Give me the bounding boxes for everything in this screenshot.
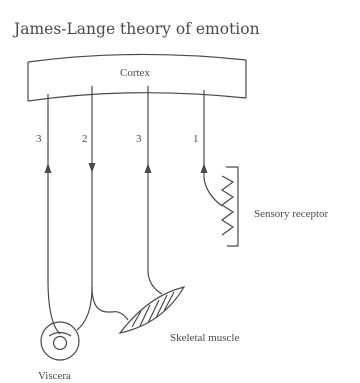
- viscera-label: Viscera: [38, 370, 71, 382]
- sensory-receptor-shape: [222, 167, 238, 246]
- pathway-3-muscle: [145, 86, 163, 294]
- cortex-label: Cortex: [120, 67, 150, 79]
- pathway-label-3-left: 3: [36, 133, 42, 145]
- pathway-label-2: 2: [82, 133, 88, 145]
- sensory-receptor-label: Sensory receptor: [254, 208, 329, 220]
- pathway-label-3-right: 3: [136, 133, 142, 145]
- arrowhead-down: [89, 163, 96, 173]
- pathway-2-motor: [77, 86, 128, 330]
- arrowhead-up: [145, 163, 152, 173]
- arrowhead-up: [45, 163, 52, 173]
- pathway-label-1: 1: [193, 133, 199, 145]
- skeletal-muscle-label: Skeletal muscle: [170, 332, 239, 344]
- viscera-shape: [41, 322, 79, 360]
- pathway-3-viscera: [45, 94, 61, 334]
- arrowhead-up: [201, 163, 208, 173]
- pathway-1-sensory: [201, 90, 223, 206]
- skeletal-muscle-shape: [120, 287, 184, 333]
